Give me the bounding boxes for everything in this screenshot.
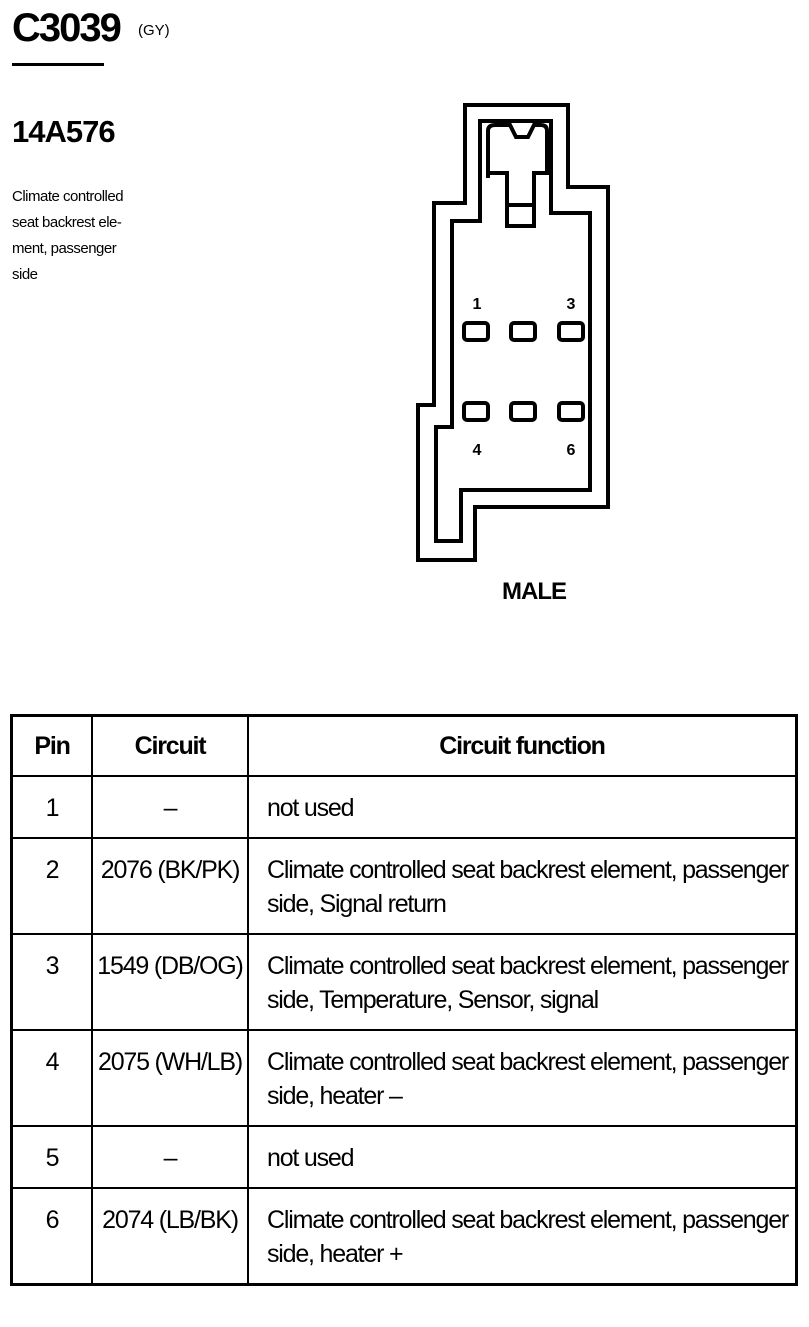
pin-cavity-4 bbox=[462, 401, 490, 422]
cell-circuit: – bbox=[91, 1125, 249, 1189]
cell-circuit: 2074 (LB/BK) bbox=[91, 1187, 249, 1286]
table-row: 6 2074 (LB/BK) Climate controlled seat b… bbox=[10, 1187, 798, 1286]
component-description: Climate controlled seat backrest ele- me… bbox=[12, 184, 152, 288]
cell-circuit: 2075 (WH/LB) bbox=[91, 1029, 249, 1127]
description-line: seat backrest ele- bbox=[12, 214, 122, 231]
cell-pin: 5 bbox=[10, 1125, 93, 1189]
cell-function: not used bbox=[247, 775, 798, 839]
pin-cavity-6 bbox=[557, 401, 585, 422]
cell-pin: 3 bbox=[10, 933, 93, 1031]
pin-cavity-1 bbox=[462, 321, 490, 342]
cell-function: Climate controlled seat backrest element… bbox=[247, 1029, 798, 1127]
description-line: Climate controlled bbox=[12, 188, 124, 205]
pin-label-3: 3 bbox=[567, 296, 576, 313]
pin-cavity-2 bbox=[509, 321, 537, 342]
connector-face-diagram: 1 3 4 6 bbox=[416, 103, 610, 562]
connector-color: (GY) bbox=[138, 22, 170, 39]
connector-latch bbox=[486, 123, 549, 228]
table-header-row: Pin Circuit Circuit function bbox=[10, 714, 798, 777]
cell-function: Climate controlled seat backrest element… bbox=[247, 1187, 798, 1286]
header-circuit: Circuit bbox=[91, 714, 249, 777]
cell-circuit: 1549 (DB/OG) bbox=[91, 933, 249, 1031]
pin-cavity-5 bbox=[509, 401, 537, 422]
cell-circuit: 2076 (BK/PK) bbox=[91, 837, 249, 935]
cell-pin: 2 bbox=[10, 837, 93, 935]
pin-label-6: 6 bbox=[567, 442, 576, 459]
cell-function: not used bbox=[247, 1125, 798, 1189]
pin-label-4: 4 bbox=[473, 442, 482, 459]
cell-pin: 6 bbox=[10, 1187, 93, 1286]
connector-inner-housing bbox=[434, 119, 592, 543]
pin-cavity-3 bbox=[557, 321, 585, 342]
header-pin: Pin bbox=[10, 714, 93, 777]
part-number: 14A576 bbox=[12, 114, 116, 149]
description-line: side bbox=[12, 266, 38, 283]
title-underline bbox=[12, 63, 104, 66]
header-circuit-function: Circuit function bbox=[247, 714, 798, 777]
table-row: 1 – not used bbox=[10, 775, 798, 839]
connector-id: C3039 bbox=[12, 6, 122, 50]
cell-pin: 1 bbox=[10, 775, 93, 839]
table-row: 5 – not used bbox=[10, 1125, 798, 1189]
cell-function: Climate controlled seat backrest element… bbox=[247, 837, 798, 935]
table-row: 2 2076 (BK/PK) Climate controlled seat b… bbox=[10, 837, 798, 935]
cell-circuit: – bbox=[91, 775, 249, 839]
pin-label-1: 1 bbox=[473, 296, 482, 313]
cell-pin: 4 bbox=[10, 1029, 93, 1127]
cell-function: Climate controlled seat backrest element… bbox=[247, 933, 798, 1031]
description-line: ment, passenger bbox=[12, 240, 117, 257]
pin-circuit-table: Pin Circuit Circuit function 1 – not use… bbox=[10, 714, 798, 1286]
table-row: 3 1549 (DB/OG) Climate controlled seat b… bbox=[10, 933, 798, 1031]
table-row: 4 2075 (WH/LB) Climate controlled seat b… bbox=[10, 1029, 798, 1127]
connector-outer-housing bbox=[416, 103, 610, 562]
connector-gender-label: MALE bbox=[502, 578, 567, 605]
